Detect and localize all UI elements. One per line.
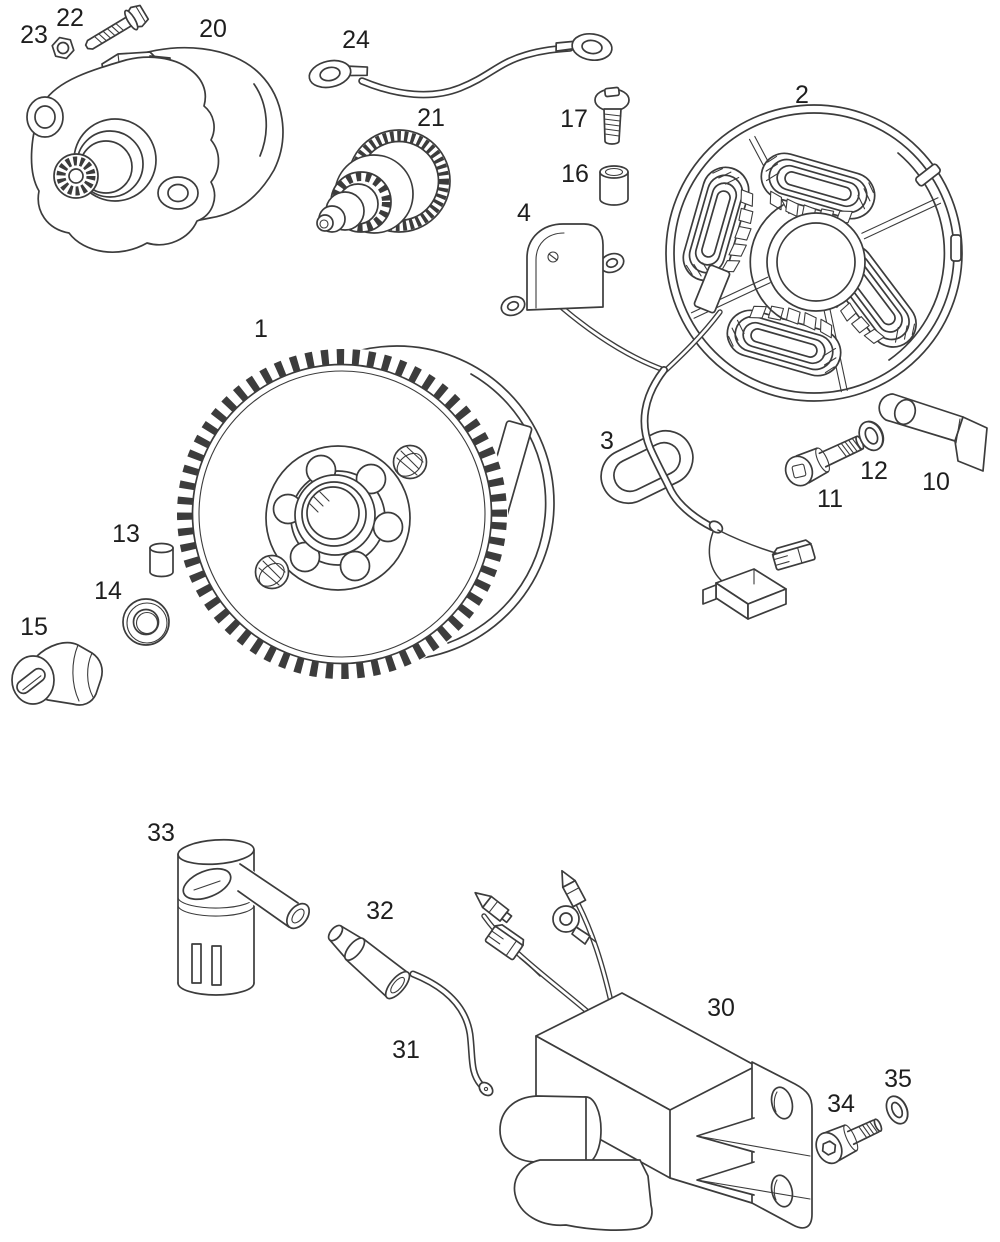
- part-label-11: 11: [817, 485, 843, 513]
- flange-hole-top: [770, 1086, 794, 1120]
- flange-hole-bottom: [770, 1174, 794, 1208]
- part-label-3: 3: [600, 427, 614, 455]
- part-label-15: 15: [20, 613, 48, 641]
- coil-secondary-cylinder: [513, 1159, 653, 1231]
- bracket-ear-hole-right: [605, 257, 619, 269]
- part-label-17: 17: [560, 105, 588, 133]
- stator-tab-top: [915, 163, 941, 187]
- cap-wire-socket: [285, 902, 311, 930]
- part-label-24: 24: [342, 26, 370, 54]
- bracket-plate: [878, 393, 988, 472]
- part-label-14: 14: [94, 577, 122, 605]
- socket-head-bolt-upper: [784, 435, 865, 487]
- washer-upper: [858, 420, 885, 452]
- harness-spade-terminal: [771, 539, 816, 571]
- pickup-coil-bracket: [500, 223, 625, 317]
- part-label-21: 21: [417, 104, 445, 132]
- part-label-22: 22: [56, 4, 84, 32]
- spacer-bushing: [599, 165, 629, 206]
- coil-mount-flange: [751, 1061, 813, 1229]
- lock-washer: [885, 1095, 909, 1125]
- harness-block-connector: [702, 568, 787, 620]
- stator-tab-right: [950, 234, 962, 262]
- cap-skirt-slit: [191, 943, 202, 984]
- ignition-coil: [474, 869, 813, 1231]
- ground-cable: [308, 32, 613, 99]
- cap-skirt-slit: [211, 945, 222, 986]
- starter-mount-hole-top: [34, 105, 56, 129]
- coil-ring-terminal: [552, 905, 591, 945]
- cap-nut-slot: [16, 667, 46, 695]
- coil-bullet-terminal: [474, 891, 513, 924]
- stator-harness: [557, 264, 816, 620]
- part-label-33: 33: [147, 819, 175, 847]
- part-label-16: 16: [561, 160, 589, 188]
- part-label-35: 35: [884, 1065, 912, 1093]
- part-label-1: 1: [254, 315, 268, 343]
- cap-nut: [11, 641, 103, 706]
- part-label-12: 12: [860, 457, 888, 485]
- flywheel-hub: [265, 445, 411, 591]
- part-label-20: 20: [199, 15, 227, 43]
- flywheel-rotor: [176, 345, 555, 680]
- coil-spade-terminal: [484, 923, 525, 961]
- dowel-pin: [149, 542, 174, 578]
- part-label-31: 31: [392, 1036, 420, 1064]
- coil-primary-cylinder: [499, 1095, 587, 1164]
- stator-wire-exit-block: [693, 264, 731, 314]
- part-label-4: 4: [517, 199, 531, 227]
- spark-plug-wire: [409, 970, 494, 1097]
- part-label-10: 10: [922, 468, 950, 496]
- bracket-ear-hole-left: [506, 300, 520, 312]
- socket-head-bolt-lower: [815, 1118, 883, 1165]
- spark-plug-cap: [177, 838, 311, 996]
- hex-bolt: [84, 4, 150, 50]
- starter-drive-gear: [316, 129, 451, 234]
- part-callouts: 1 2 3 4 10 11 12 13 14 15 16 17 20 21 22…: [20, 4, 950, 1118]
- part-label-30: 30: [707, 994, 735, 1022]
- pan-head-screw: [594, 86, 630, 145]
- coil-bullet-terminal: [561, 869, 587, 908]
- starter-spline-shaft: [56, 156, 96, 196]
- part-label-23: 23: [20, 21, 48, 49]
- bracket-plate-hole: [893, 398, 917, 426]
- starter-mount-hole-bottom: [167, 183, 189, 203]
- stator-assembly: [665, 104, 963, 402]
- ring-washer: [122, 598, 170, 646]
- cable-ring-terminal-left: [308, 59, 369, 89]
- part-label-2: 2: [795, 81, 809, 109]
- wire-connector: [327, 924, 411, 1000]
- cable-ring-terminal-right: [555, 32, 613, 62]
- flywheel-ring-gear-teeth: [176, 349, 507, 679]
- part-label-34: 34: [827, 1090, 855, 1118]
- part-label-13: 13: [112, 520, 140, 548]
- part-label-32: 32: [366, 897, 394, 925]
- hex-nut: [51, 36, 75, 60]
- starter-motor: [26, 46, 284, 254]
